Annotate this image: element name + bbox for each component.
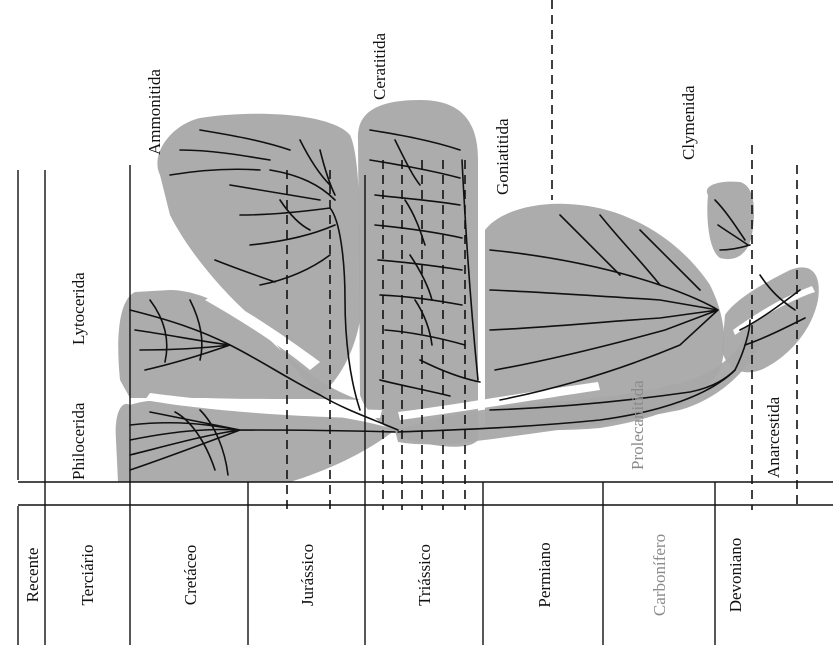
period-devoniano: Devoniano bbox=[726, 538, 745, 613]
period-labels: Recente Terciário Cretáceo Jurássico Tri… bbox=[23, 534, 745, 616]
group-lytocerida: Lytocerida bbox=[69, 272, 88, 345]
group-anarcestida: Anarcestida bbox=[764, 396, 783, 478]
period-carbonifero: Carbonífero bbox=[650, 534, 669, 616]
ceratitida-blob bbox=[358, 100, 478, 447]
group-philocerida: Philocerida bbox=[69, 402, 88, 480]
period-triassico: Triássico bbox=[415, 544, 434, 606]
clade-shading bbox=[116, 100, 819, 482]
group-ammonitida: Ammonitida bbox=[145, 69, 164, 155]
group-goniatitida: Goniatitida bbox=[493, 118, 512, 195]
clymenida-blob bbox=[707, 182, 754, 260]
period-cretaceo: Cretáceo bbox=[181, 545, 200, 605]
group-prolecanitida: Prolecanitida bbox=[628, 380, 647, 470]
group-clymenida: Clymenida bbox=[679, 85, 698, 160]
group-ceratitida: Ceratitida bbox=[370, 33, 389, 100]
period-recente: Recente bbox=[23, 548, 42, 603]
period-jurassico: Jurássico bbox=[298, 544, 317, 606]
period-permiano: Permiano bbox=[535, 542, 554, 607]
period-terciario: Terciário bbox=[78, 544, 97, 605]
